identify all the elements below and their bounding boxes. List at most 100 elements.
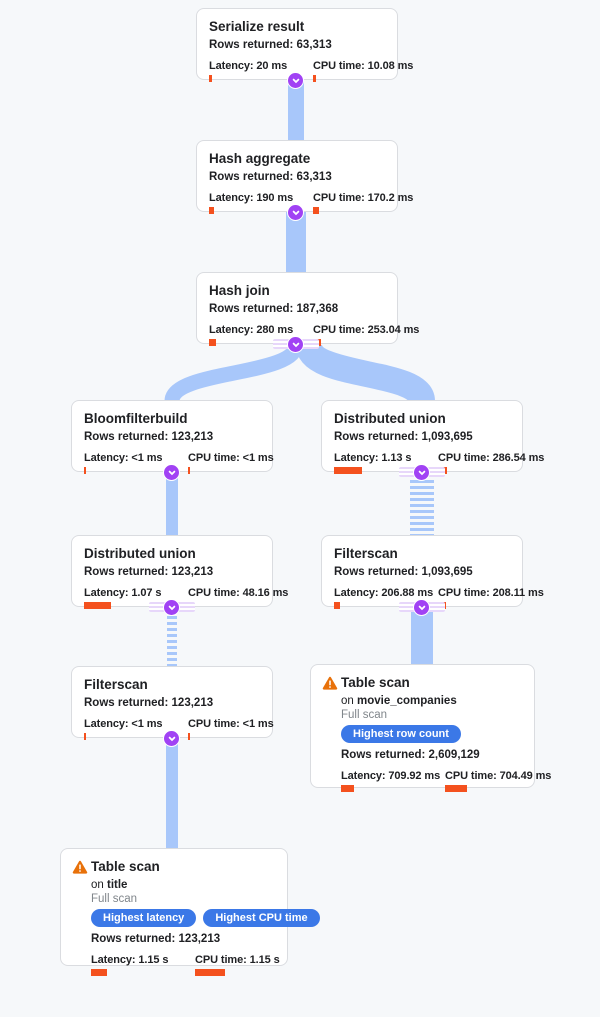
expand-connector-bloomfilterbuild[interactable]	[164, 465, 179, 480]
latency-bar	[334, 467, 362, 474]
cpu-bar	[313, 207, 319, 214]
latency-text: Latency: 1.13 s	[334, 452, 412, 464]
latency-stat: Latency: 280 ms	[209, 324, 299, 346]
latency-stat: Latency: 709.92 ms	[341, 770, 441, 792]
expand-connector-serialize-result[interactable]	[288, 73, 303, 88]
edge-fork-hashjoin	[164, 344, 435, 402]
latency-text: Latency: 709.92 ms	[341, 770, 441, 782]
latency-bar	[91, 969, 107, 976]
latency-stat: Latency: 1.13 s	[334, 452, 424, 474]
plan-node-hash-join[interactable]: Hash join Rows returned: 187,368 Latency…	[196, 272, 419, 346]
scan-type: Full scan	[91, 893, 138, 905]
node-stats: Latency: 20 ms CPU time: 10.08 ms	[209, 60, 413, 82]
rows-returned: Rows returned: 187,368	[209, 303, 339, 315]
edge-filterscan-to-tablescan-left	[166, 737, 178, 848]
edge-distributedunion-to-filterscan-left-striped	[167, 610, 177, 666]
cpu-stat: CPU time: <1 ms	[188, 718, 274, 740]
latency-bar	[209, 75, 212, 82]
node-stats: Latency: 280 ms CPU time: 253.04 ms	[209, 324, 419, 346]
cpu-text: CPU time: 170.2 ms	[313, 192, 414, 204]
node-title: Serialize result	[209, 19, 305, 34]
rows-returned: Rows returned: 1,093,695	[334, 431, 473, 443]
latency-text: Latency: 1.15 s	[91, 954, 169, 966]
node-stats: Latency: 709.92 ms CPU time: 704.49 ms	[341, 770, 551, 792]
cpu-text: CPU time: 208.11 ms	[438, 587, 544, 599]
node-title: Distributed union	[334, 411, 446, 426]
cpu-text: CPU time: <1 ms	[188, 452, 274, 464]
chevron-down-icon	[168, 605, 175, 610]
latency-bar	[84, 467, 86, 474]
warning-triangle-icon	[322, 676, 338, 695]
cpu-stat: CPU time: 253.04 ms	[313, 324, 419, 346]
latency-text: Latency: 206.88 ms	[334, 587, 434, 599]
node-title: Table scan	[341, 675, 410, 690]
edge-distributedunion-to-filterscan-striped	[410, 474, 434, 535]
node-stats: Latency: 1.13 s CPU time: 286.54 ms	[334, 452, 544, 474]
expand-connector-filterscan-right[interactable]	[414, 600, 429, 615]
plan-node-filterscan-right[interactable]: Filterscan Rows returned: 1,093,695 Late…	[321, 535, 544, 609]
highest-row-count-badge: Highest row count	[341, 725, 461, 743]
badges: Highest row count	[341, 725, 522, 743]
latency-bar	[341, 785, 354, 792]
cpu-text: CPU time: 286.54 ms	[438, 452, 545, 464]
expand-connector-hash-aggregate[interactable]	[288, 205, 303, 220]
latency-stat: Latency: 20 ms	[209, 60, 299, 82]
node-title: Table scan	[91, 859, 160, 874]
chevron-down-icon	[168, 470, 175, 475]
latency-stat: Latency: <1 ms	[84, 452, 174, 474]
expand-connector-distributed-union-right[interactable]	[414, 465, 429, 480]
cpu-bar	[445, 785, 467, 792]
cpu-stat: CPU time: 10.08 ms	[313, 60, 413, 82]
node-stats: Latency: <1 ms CPU time: <1 ms	[84, 452, 274, 474]
warning-triangle-icon	[72, 860, 88, 879]
latency-text: Latency: 280 ms	[209, 324, 294, 336]
expand-connector-hash-join[interactable]	[288, 337, 303, 352]
node-title: Bloomfilterbuild	[84, 411, 188, 426]
plan-node-distributed-union-left[interactable]: Distributed union Rows returned: 123,213…	[71, 535, 288, 609]
plan-node-distributed-union-right[interactable]: Distributed union Rows returned: 1,093,6…	[321, 400, 544, 474]
plan-node-table-scan-title[interactable]: Table scan on title Full scan Highest la…	[60, 848, 320, 976]
latency-bar	[84, 733, 86, 740]
plan-node-bloomfilterbuild[interactable]: Bloomfilterbuild Rows returned: 123,213 …	[71, 400, 274, 474]
cpu-stat: CPU time: 704.49 ms	[445, 770, 551, 792]
node-stats: Latency: 1.07 s CPU time: 48.16 ms	[84, 587, 288, 609]
scan-type: Full scan	[341, 709, 388, 721]
edge-hashjoin-to-bloomfilterbuild	[164, 344, 304, 402]
latency-bar	[84, 602, 111, 609]
cpu-stat: CPU time: <1 ms	[188, 452, 274, 474]
latency-text: Latency: <1 ms	[84, 452, 163, 464]
cpu-bar	[195, 969, 225, 976]
node-title: Filterscan	[84, 677, 148, 692]
cpu-stat: CPU time: 286.54 ms	[438, 452, 544, 474]
node-stats: Latency: 1.15 s CPU time: 1.15 s	[91, 954, 280, 976]
plan-node-filterscan-left[interactable]: Filterscan Rows returned: 123,213 Latenc…	[71, 666, 274, 740]
rows-returned: Rows returned: 123,213	[84, 431, 214, 443]
rows-returned: Rows returned: 63,313	[209, 171, 332, 183]
expand-connector-filterscan-left[interactable]	[164, 731, 179, 746]
latency-text: Latency: 1.07 s	[84, 587, 162, 599]
rows-returned: Rows returned: 123,213	[84, 566, 214, 578]
chevron-down-icon	[292, 78, 299, 83]
edge-filterscan-to-tablescan-right	[411, 606, 433, 666]
plan-node-serialize-result[interactable]: Serialize result Rows returned: 63,313 L…	[196, 8, 413, 82]
on-prefix: on	[91, 879, 104, 891]
rows-returned: Rows returned: 123,213	[91, 933, 221, 945]
latency-stat: Latency: 1.07 s	[84, 587, 174, 609]
latency-stat: Latency: 1.15 s	[91, 954, 181, 976]
edge-serialize-to-hashaggregate	[288, 79, 304, 140]
plan-node-table-scan-movie-companies[interactable]: Table scan on movie_companies Full scan …	[310, 664, 551, 792]
cpu-text: CPU time: 253.04 ms	[313, 324, 420, 336]
cpu-bar	[313, 75, 316, 82]
table-name: movie_companies	[357, 695, 457, 707]
node-stats: Latency: 190 ms CPU time: 170.2 ms	[209, 192, 413, 214]
cpu-stat: CPU time: 48.16 ms	[188, 587, 288, 609]
edge-hashaggregate-to-hashjoin	[286, 211, 306, 272]
latency-stat: Latency: 190 ms	[209, 192, 299, 214]
latency-stat: Latency: 206.88 ms	[334, 587, 434, 609]
chevron-down-icon	[418, 605, 425, 610]
chevron-down-icon	[418, 470, 425, 475]
plan-node-hash-aggregate[interactable]: Hash aggregate Rows returned: 63,313 Lat…	[196, 140, 413, 214]
expand-connector-distributed-union-left[interactable]	[164, 600, 179, 615]
chevron-down-icon	[168, 736, 175, 741]
